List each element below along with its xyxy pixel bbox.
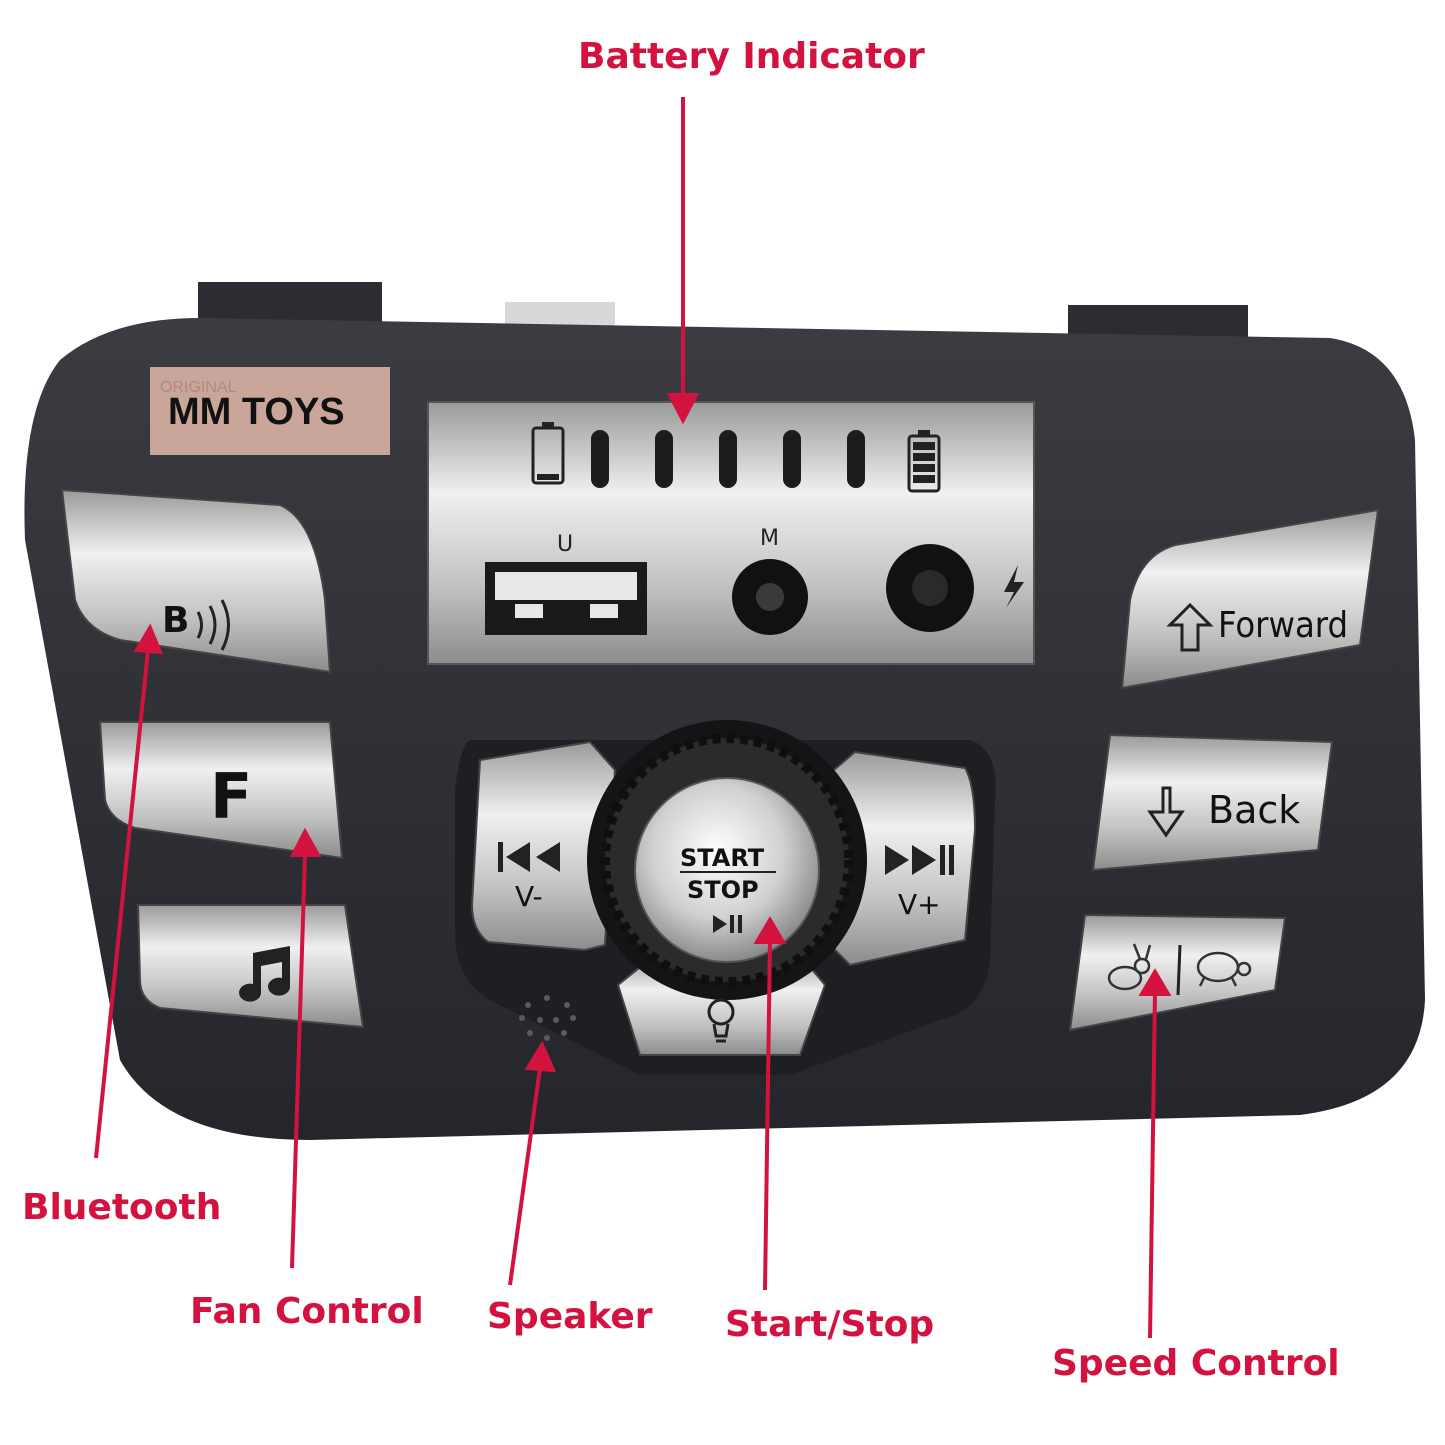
start-label: START xyxy=(680,844,765,872)
lightning-icon xyxy=(1004,565,1024,608)
back-button[interactable] xyxy=(1091,733,1334,872)
battery-full-icon xyxy=(907,430,941,493)
music-note-icon xyxy=(239,946,291,1002)
battery-led-bars xyxy=(591,430,865,488)
callout-bluetooth: Bluetooth xyxy=(22,1187,222,1228)
aux-label: M xyxy=(760,526,779,551)
bluetooth-button[interactable] xyxy=(60,488,332,674)
next-button-label: V+ xyxy=(898,888,941,921)
stop-label: STOP xyxy=(687,876,759,904)
forward-button[interactable] xyxy=(1120,508,1380,690)
speaker-grille-icon xyxy=(519,995,576,1041)
model-label xyxy=(505,302,615,328)
next-track-icon xyxy=(885,845,954,875)
brand-text: MM TOYS xyxy=(168,391,345,433)
play-pause-icon xyxy=(713,915,742,933)
callout-start-stop: Start/Stop xyxy=(725,1304,935,1345)
callout-speaker: Speaker xyxy=(487,1296,653,1337)
turtle-icon xyxy=(1196,951,1252,987)
up-arrow-icon xyxy=(1166,602,1214,652)
start-stop-button[interactable] xyxy=(634,777,820,963)
speed-divider xyxy=(1176,944,1182,996)
brand-watermark: ORIGINAL xyxy=(160,379,237,396)
usb-port-icon[interactable] xyxy=(485,562,647,635)
battery-empty-icon xyxy=(531,422,565,485)
callout-fan: Fan Control xyxy=(190,1291,424,1332)
back-button-label: Back xyxy=(1208,788,1301,832)
music-button[interactable] xyxy=(136,904,365,1029)
prev-track-icon xyxy=(498,842,560,872)
bluetooth-waves-icon xyxy=(196,599,230,651)
callout-speed: Speed Control xyxy=(1052,1343,1340,1384)
usb-label: U xyxy=(557,532,573,557)
brand-sticker xyxy=(150,367,390,455)
forward-button-label: Forward xyxy=(1218,605,1349,646)
fan-button-label: F xyxy=(210,760,253,833)
bluetooth-button-label: B xyxy=(162,600,190,641)
callout-battery: Battery Indicator xyxy=(578,36,925,77)
down-arrow-icon xyxy=(1147,786,1185,838)
light-bulb-icon xyxy=(707,998,735,1043)
charge-port-icon[interactable] xyxy=(886,544,974,632)
prev-button-label: V- xyxy=(515,880,543,913)
aux-jack-icon[interactable] xyxy=(732,559,808,635)
